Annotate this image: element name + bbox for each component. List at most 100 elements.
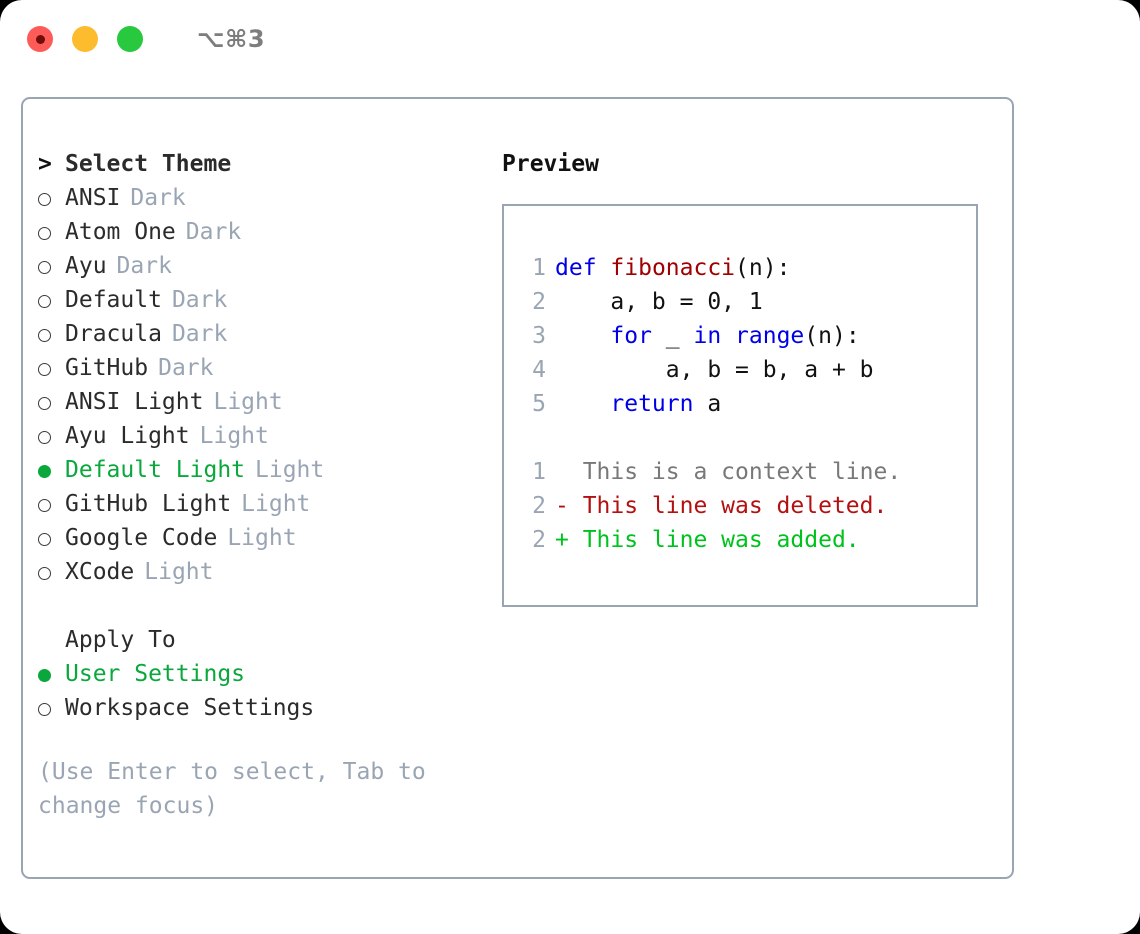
bullet-glyph xyxy=(38,566,51,580)
theme-option-label: Atom One xyxy=(65,219,176,245)
code-line-content: a, b = 0, 1 xyxy=(555,289,762,315)
theme-variant-badge: Light xyxy=(255,457,325,483)
diff-line-number: 2 xyxy=(532,527,546,553)
list-spacer xyxy=(38,589,478,623)
radio-unselected-icon xyxy=(38,323,65,346)
theme-option-label: XCode xyxy=(65,559,135,585)
code-diff-separator xyxy=(516,421,976,455)
code-token-plain xyxy=(555,323,610,349)
code-line-content: def fibonacci(n): xyxy=(555,255,790,281)
theme-variant-badge: Dark xyxy=(130,185,186,211)
radio-unselected-icon xyxy=(38,255,65,278)
radio-unselected-icon xyxy=(38,493,65,516)
radio-unselected-icon xyxy=(38,187,65,210)
code-token-kw: in xyxy=(693,323,722,349)
code-token-plain: _ xyxy=(651,323,694,349)
bullet-glyph xyxy=(38,430,51,444)
radio-unselected-icon xyxy=(38,561,65,584)
diff-line-content: + This line was added. xyxy=(555,527,860,553)
diff-line-content: This is a context line. xyxy=(555,459,902,485)
code-line-number: 4 xyxy=(532,357,546,383)
theme-option-label: Ayu xyxy=(65,253,107,279)
code-token-plain: a xyxy=(693,391,722,417)
theme-option-label: ANSI Light xyxy=(65,389,204,415)
apply-to-option-user-settings[interactable]: User Settings xyxy=(38,657,478,691)
radio-unselected-icon xyxy=(38,391,65,414)
diff-sample: 1 This is a context line. 2 - This line wa… xyxy=(516,455,976,557)
keyboard-hint-text: (Use Enter to select, Tab to change focu… xyxy=(38,759,426,819)
bullet-glyph xyxy=(38,668,51,682)
theme-variant-badge: Dark xyxy=(171,287,228,313)
theme-option-label: Ayu Light xyxy=(65,423,190,449)
close-button-icon[interactable] xyxy=(27,26,53,52)
zoom-button-icon[interactable] xyxy=(117,26,143,52)
theme-option-ansi-light[interactable]: ANSI Light Light xyxy=(38,385,478,419)
traffic-lights xyxy=(27,26,143,52)
right-pane: Preview 1 def fibonacci(n): 2 a, b = 0, 1 3… xyxy=(502,147,992,607)
code-token-plain xyxy=(555,391,610,417)
code-token-plain xyxy=(721,323,735,349)
code-line-content: return a xyxy=(555,391,721,417)
radio-unselected-icon xyxy=(38,357,65,380)
code-token-plain: (n): xyxy=(735,255,791,281)
theme-option-default[interactable]: Default Dark xyxy=(38,283,478,317)
theme-option-ansi[interactable]: ANSI Dark xyxy=(38,181,478,215)
bullet-glyph xyxy=(38,294,51,308)
bullet-glyph xyxy=(38,362,51,376)
code-token-plain: a, b = b, a + b xyxy=(555,357,874,383)
minimize-button-icon[interactable] xyxy=(72,26,98,52)
theme-variant-badge: Dark xyxy=(171,321,228,347)
code-token-kw: range xyxy=(735,323,805,349)
theme-option-dracula[interactable]: Dracula Dark xyxy=(38,317,478,351)
diff-line-content: - This line was deleted. xyxy=(555,493,888,519)
theme-option-label: ANSI xyxy=(65,185,121,211)
diff-line-number: 1 xyxy=(532,459,546,485)
preview-box: 1 def fibonacci(n): 2 a, b = 0, 1 3 for _ i… xyxy=(502,204,978,607)
diff-line-number: 2 xyxy=(532,493,546,519)
code-line-number: 1 xyxy=(532,255,546,281)
radio-unselected-icon xyxy=(38,425,65,448)
code-line: 1 def fibonacci(n): xyxy=(516,251,976,285)
bullet-glyph xyxy=(38,532,51,546)
theme-option-label: Default xyxy=(65,287,162,313)
code-line: 4 a, b = b, a + b xyxy=(516,353,976,387)
preview-title: Preview xyxy=(502,151,599,177)
code-token-kw: return xyxy=(610,391,694,417)
apply-to-option-workspace-settings[interactable]: Workspace Settings xyxy=(38,691,478,725)
theme-option-label: GitHub xyxy=(65,355,149,381)
bullet-glyph xyxy=(38,702,51,716)
radio-unselected-icon xyxy=(38,697,65,720)
theme-variant-badge: Light xyxy=(213,389,283,415)
radio-unselected-icon xyxy=(38,221,65,244)
theme-option-atom-one[interactable]: Atom One Dark xyxy=(38,215,478,249)
bullet-glyph xyxy=(38,192,51,206)
bullet-glyph xyxy=(38,328,51,342)
diff-line-deleted: 2 - This line was deleted. xyxy=(516,489,976,523)
theme-variant-badge: Light xyxy=(241,491,311,517)
code-line-number: 5 xyxy=(532,391,546,417)
theme-option-default-light[interactable]: Default Light Light xyxy=(38,453,478,487)
code-line: 3 for _ in range(n): xyxy=(516,319,976,353)
code-token-plain: (n): xyxy=(804,323,860,349)
keyboard-shortcut-label: ⌥⌘3 xyxy=(197,25,266,53)
theme-option-label: Default Light xyxy=(65,457,246,483)
code-line-number: 3 xyxy=(532,323,546,349)
radio-selected-icon xyxy=(38,459,65,482)
apply-to-option-label: User Settings xyxy=(65,661,246,687)
select-theme-header: > Select Theme xyxy=(38,147,478,181)
diff-line-context: 1 This is a context line. xyxy=(516,455,976,489)
theme-variant-badge: Dark xyxy=(185,219,242,245)
radio-unselected-icon xyxy=(38,527,65,550)
theme-option-label: Dracula xyxy=(65,321,162,347)
